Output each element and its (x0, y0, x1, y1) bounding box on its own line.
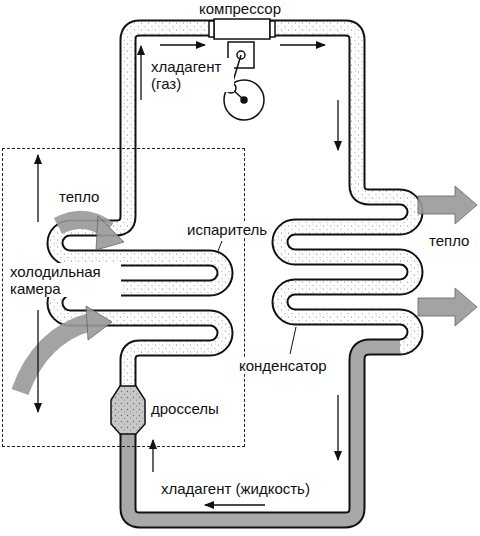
gas-tube-fill (250, 28, 415, 347)
liquid-tube (128, 347, 400, 520)
gas-tube (250, 28, 415, 347)
throttle-valve (111, 386, 145, 434)
region-label: холодильная камера (9, 263, 121, 297)
liquid-tube-fill (128, 347, 400, 520)
flow-label: хладагент (газ) (150, 58, 234, 92)
heat-label: тепло (58, 188, 100, 205)
part-label: дросселы (150, 400, 220, 417)
part-label: компрессор (198, 0, 282, 17)
part-label: конденсатор (238, 357, 328, 374)
heat-label: тепло (428, 232, 470, 249)
part-label: испаритель (186, 221, 268, 238)
flow-label: хладагент (жидкость) (160, 480, 311, 497)
leader-line (218, 241, 296, 354)
